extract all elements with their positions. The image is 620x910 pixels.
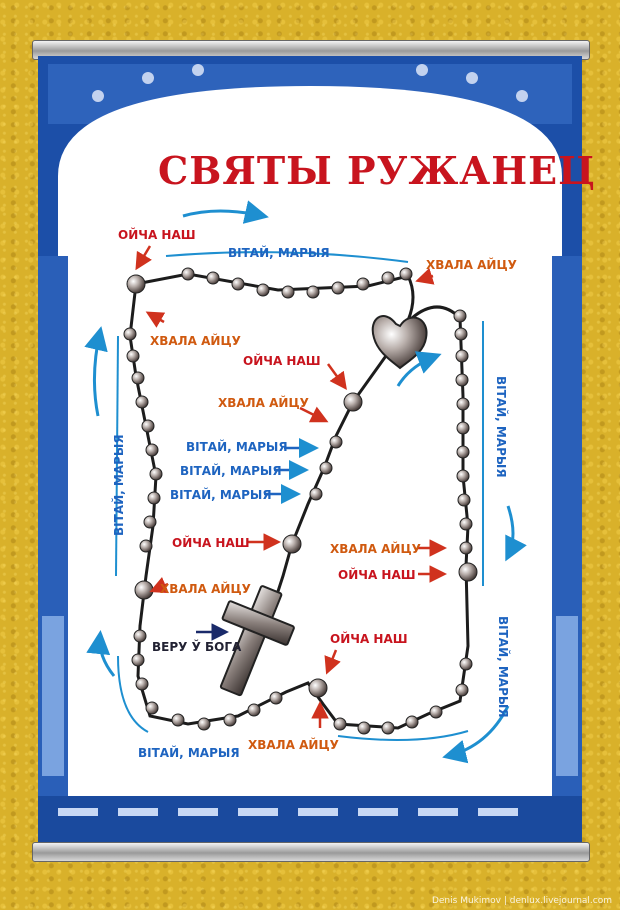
label-our-father-5: ОЙЧА НАШ — [330, 632, 408, 646]
arrow-middle — [396, 351, 442, 387]
label-glory-4: ХВАЛА АЙЦУ — [330, 542, 421, 556]
hail-mary-arrows — [264, 438, 319, 504]
crucifix — [219, 585, 295, 697]
label-hail-mary-top: ВІТАЙ, МАРЫЯ — [228, 246, 330, 260]
label-hail-mary-1: ВІТАЙ, МАРЫЯ — [186, 440, 288, 454]
poster-title: СВЯТЫ РУЖАНЕЦ — [158, 148, 596, 193]
label-glory-3: ХВАЛА АЙЦУ — [218, 396, 309, 410]
label-glory-1: ХВАЛА АЙЦУ — [426, 258, 517, 272]
label-hail-mary-right-lower: ВІТАЙ, МАРЫЯ — [496, 616, 510, 718]
label-creed: ВЕРУ Ў БОГА — [152, 640, 242, 654]
poster-artwork — [38, 56, 582, 842]
label-our-father-4: ОЙЧА НАШ — [338, 568, 416, 582]
label-arrows — [135, 245, 447, 728]
label-hail-mary-left: ВІТАЙ, МАРЫЯ — [112, 434, 126, 536]
rosary-poster: СВЯТЫ РУЖАНЕЦ ОЙЧА НАШ ВІТАЙ, МАРЫЯ ХВАЛ… — [38, 56, 595, 842]
rosary-beads — [123, 267, 478, 735]
right-pillar-column — [556, 616, 578, 776]
label-brackets — [115, 251, 484, 741]
bead-our-father — [126, 274, 146, 294]
label-hail-mary-bottom: ВІТАЙ, МАРЫЯ — [138, 746, 240, 760]
bottom-hanger-rail — [32, 842, 590, 862]
arrow-bottom-right — [442, 705, 510, 764]
label-hail-mary-right-upper: ВІТАЙ, МАРЫЯ — [494, 376, 508, 478]
label-hail-mary-2: ВІТАЙ, МАРЫЯ — [180, 464, 282, 478]
label-glory-6: ХВАЛА АЙЦУ — [248, 738, 339, 752]
label-glory-2: ХВАЛА АЙЦУ — [150, 334, 241, 348]
label-our-father-2: ОЙЧА НАШ — [243, 354, 321, 368]
label-hail-mary-3: ВІТАЙ, МАРЫЯ — [170, 488, 272, 502]
left-pillar-column — [42, 616, 64, 776]
direction-arrows — [84, 200, 527, 764]
photo-credit: Denis Mukimov | denlux.livejournal.com — [431, 896, 612, 906]
arrow-right — [505, 505, 527, 562]
bottom-band — [38, 796, 582, 842]
arrow-left-lower — [86, 630, 116, 677]
bottom-band-ornament — [58, 808, 518, 816]
heart-medal — [371, 315, 428, 370]
label-our-father-3: ОЙЧА НАШ — [172, 536, 250, 550]
arch-ornament — [92, 64, 528, 102]
arrow-top — [182, 200, 269, 224]
label-glory-5: ХВАЛА АЙЦУ — [160, 582, 251, 596]
arrow-left-upper — [84, 326, 108, 417]
label-our-father-1: ОЙЧА НАШ — [118, 228, 196, 242]
